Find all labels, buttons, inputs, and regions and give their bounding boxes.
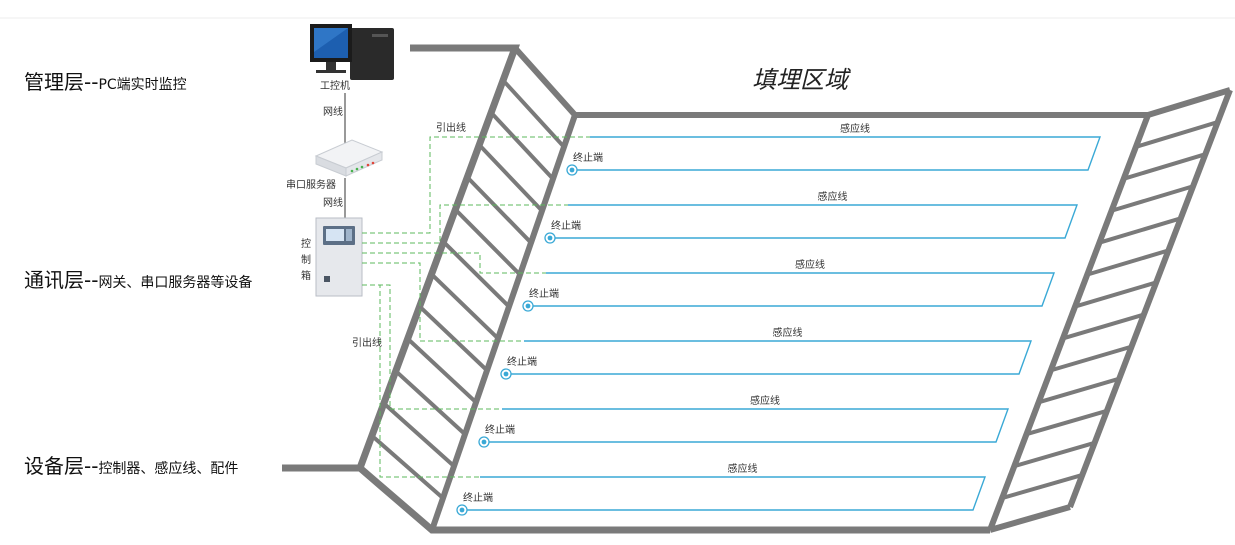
- right-wall-rung: [1038, 376, 1120, 405]
- sensing-line-label: 感应线: [795, 258, 825, 271]
- layer-management-desc: PC端实时监控: [98, 77, 187, 93]
- left-wall-rung: [489, 111, 555, 181]
- network-label-2: 网线: [323, 196, 343, 209]
- left-wall-rung: [465, 175, 533, 245]
- network-label-1: 网线: [323, 105, 343, 118]
- sensing-loop: [529, 272, 1055, 307]
- sensing-loop: [507, 340, 1032, 375]
- layer-communication-title: 通讯层--: [24, 268, 99, 292]
- controller-label-2: 制: [301, 253, 311, 266]
- terminal-label: 终止端: [573, 151, 603, 164]
- left-wall-inner: [429, 114, 578, 531]
- lead-line: [362, 136, 590, 234]
- lead-line: [362, 284, 502, 410]
- left-wall-rung: [453, 208, 522, 277]
- lead-line: [362, 262, 524, 342]
- terminal-label: 终止端: [463, 491, 493, 504]
- terminal-label: 终止端: [529, 287, 559, 300]
- layer-device-title: 设备层--: [24, 454, 99, 478]
- sensing-loop: [485, 408, 1009, 443]
- terminal-label: 终止端: [485, 423, 515, 436]
- industrial-pc-icon: [310, 24, 394, 80]
- sensing-loop: [551, 204, 1078, 239]
- right-wall-rung: [1110, 184, 1194, 213]
- left-wall-rungs: [370, 78, 566, 500]
- terminal-dot: [459, 507, 465, 513]
- pc-label: 工控机: [320, 79, 350, 92]
- layer-management-title: 管理层--: [24, 70, 99, 94]
- lead-line-label-bottom: 引出线: [352, 336, 382, 349]
- lead-lines: [362, 136, 590, 478]
- layer-communication-desc: 网关、串口服务器等设备: [98, 275, 253, 291]
- right-wall-rung: [1013, 440, 1096, 469]
- right-wall-top: [1147, 87, 1231, 118]
- sensing-line-label: 感应线: [818, 190, 848, 203]
- left-wall-rung: [370, 434, 445, 500]
- layer-communication: 通讯层--网关、串口服务器等设备: [24, 264, 252, 293]
- left-wall-rung: [394, 369, 467, 436]
- left-wall-top: [512, 45, 578, 118]
- serial-server-label: 串口服务器: [286, 178, 336, 191]
- layer-device: 设备层--控制器、感应线、配件: [24, 450, 238, 479]
- sensing-line-label: 感应线: [840, 122, 870, 135]
- lead-line: [362, 204, 568, 244]
- right-wall-rung: [1135, 120, 1219, 149]
- terminal-dot: [547, 235, 553, 241]
- left-wall-rung: [477, 143, 544, 213]
- serial-server-icon: [314, 139, 384, 177]
- terminal-dot: [481, 439, 487, 445]
- right-wall-rung: [1050, 344, 1133, 373]
- right-wall-rung: [1062, 312, 1145, 341]
- right-wall-inner: [987, 113, 1151, 532]
- controller-box-icon: [315, 217, 363, 297]
- sensing-loop: [463, 476, 986, 511]
- left-wall-rung: [382, 401, 456, 468]
- right-wall-outer: [1067, 88, 1233, 509]
- terminal-dot: [569, 167, 575, 173]
- sensing-line-label: 感应线: [750, 394, 780, 407]
- lead-line: [362, 252, 546, 274]
- left-wall-outer: [282, 44, 521, 472]
- right-wall-bottom: [989, 504, 1071, 533]
- right-wall-rung: [1074, 280, 1157, 309]
- terminal-dot: [525, 303, 531, 309]
- right-wall-rungs: [1001, 120, 1219, 500]
- right-wall-rung: [1123, 152, 1206, 181]
- left-wall-rung: [406, 337, 478, 404]
- sensing-line-label: 感应线: [728, 462, 758, 475]
- landfill-walls: [282, 44, 1233, 534]
- sensing-loop: [573, 136, 1101, 171]
- controller-label-1: 控: [301, 237, 311, 250]
- terminal-dot: [503, 371, 509, 377]
- lead-line-label-top: 引出线: [436, 121, 466, 134]
- lead-line: [362, 284, 480, 478]
- right-wall-rung: [1086, 248, 1170, 277]
- controller-label-3: 箱: [301, 269, 311, 282]
- sensing-line-label: 感应线: [773, 326, 803, 339]
- left-wall-rung: [501, 78, 566, 149]
- zone-title: 填埋区域: [752, 66, 851, 94]
- right-wall-rung: [1025, 408, 1108, 437]
- right-wall-rung: [1098, 216, 1182, 245]
- terminal-label: 终止端: [551, 219, 581, 232]
- layer-management: 管理层--PC端实时监控: [24, 66, 187, 95]
- left-wall-rung: [418, 305, 489, 372]
- left-wall-rung: [430, 272, 500, 340]
- right-wall-rung: [1001, 473, 1083, 500]
- terminal-label: 终止端: [507, 355, 537, 368]
- layer-device-desc: 控制器、感应线、配件: [98, 461, 239, 477]
